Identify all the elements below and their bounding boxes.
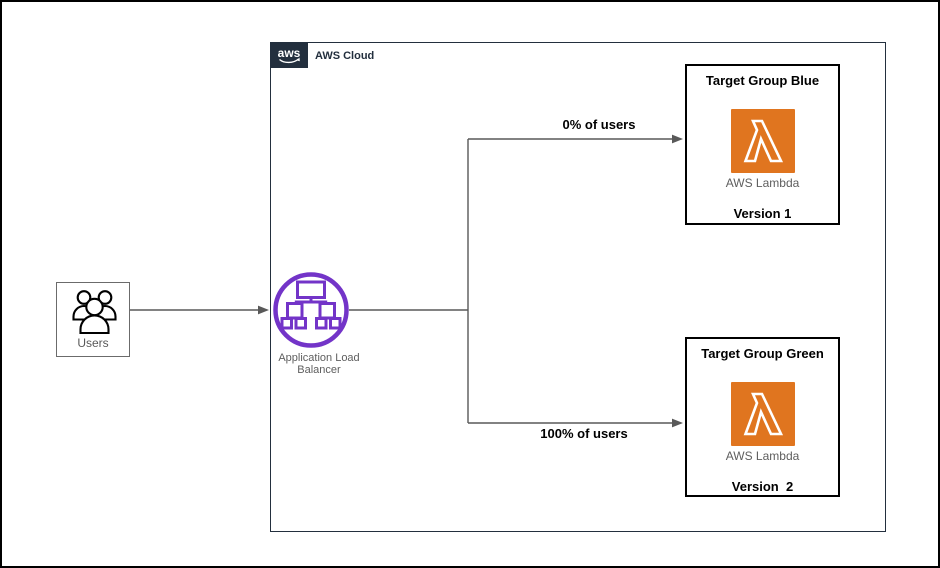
edge-label-percent-green: 100% of users: [540, 426, 628, 441]
lambda-service-label: AWS Lambda: [725, 176, 800, 190]
application-load-balancer-icon: [273, 272, 349, 348]
connector-users-to-alb: [130, 305, 269, 315]
aws-cloud-group: aws AWS Cloud: [270, 42, 886, 532]
users-label: Users: [77, 336, 109, 350]
alb-label-line2: Balancer: [297, 364, 341, 376]
aws-lambda-icon: [731, 382, 795, 446]
lambda-version-label: Version 1: [733, 206, 792, 221]
aws-lambda-icon: [731, 109, 795, 173]
users-icon: [72, 290, 117, 335]
target-group-green-title: Target Group Green: [701, 346, 824, 361]
edge-label-percent-blue: 0% of users: [562, 117, 636, 132]
alb-label: Application Load Balancer: [259, 352, 379, 376]
aws-cloud-label: AWS Cloud: [315, 50, 375, 62]
target-group-blue-node: Target Group Blue AWS Lambda Version 1: [685, 64, 840, 225]
lambda-version-label: Version 2: [731, 479, 794, 494]
target-group-blue-title: Target Group Blue: [705, 73, 820, 88]
aws-logo-icon: aws: [270, 42, 308, 68]
users-node: Users: [56, 282, 130, 357]
aws-logo-text: aws: [278, 46, 301, 60]
target-group-green-node: Target Group Green AWS Lambda Version 2: [685, 337, 840, 497]
alb-label-line1: Application Load: [278, 352, 360, 364]
lambda-service-label: AWS Lambda: [725, 449, 800, 463]
